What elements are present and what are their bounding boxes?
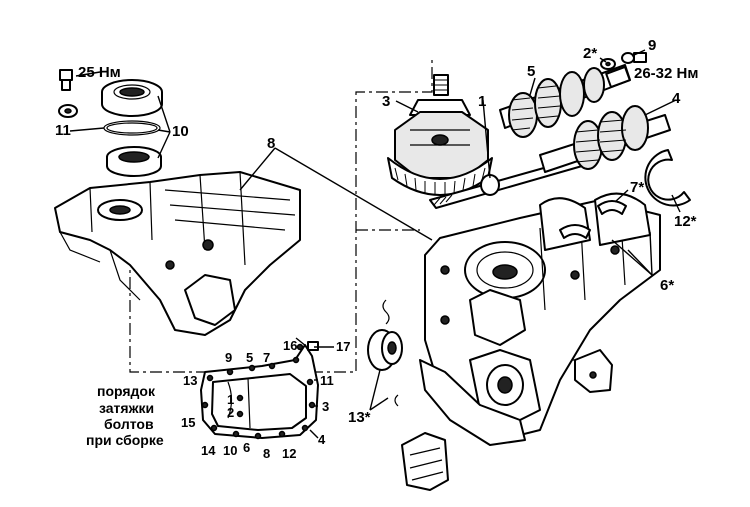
- gearbox-main-case: [419, 192, 661, 446]
- mounting-bracket: [574, 349, 613, 393]
- drain-plug: [59, 69, 73, 91]
- bolt-order-15: 15: [181, 415, 195, 430]
- label-11: 11: [55, 122, 71, 139]
- bolt-order-10: 10: [223, 443, 237, 458]
- bolt-order-8: 8: [263, 446, 270, 461]
- output-seal: [367, 329, 403, 371]
- label-10: 10: [172, 123, 189, 140]
- label-5: 5: [527, 63, 535, 80]
- label-4: 4: [672, 90, 681, 107]
- bolt-order-14: 14: [201, 443, 216, 458]
- label-13: 13*: [348, 409, 371, 426]
- half-shim: [644, 149, 691, 207]
- label-torque-bolt: 26-32 Нм: [634, 65, 698, 82]
- label-12: 12*: [674, 213, 697, 230]
- caption-line-3: болтов: [104, 416, 154, 432]
- bolt-order-2: 2: [227, 405, 234, 420]
- caption-line-2: затяжки: [99, 400, 154, 416]
- bearing-upper: [101, 79, 163, 117]
- label-7: 7*: [630, 179, 644, 196]
- bolt-order-4: 4: [318, 432, 326, 447]
- gearbox-housing-cover: [54, 171, 301, 336]
- bolt-order-7: 7: [263, 350, 270, 365]
- oil-seal: [106, 146, 162, 177]
- caption-line-1: порядок: [97, 383, 156, 399]
- assembly-boundary: [129, 60, 433, 373]
- bolt-order-sketch: [200, 341, 319, 440]
- label-8: 8: [267, 135, 275, 152]
- secondary-gear-shaft: [539, 105, 671, 173]
- o-ring: [103, 120, 161, 136]
- bolt-order-3: 3: [322, 399, 329, 414]
- differential-assembly: [387, 74, 493, 196]
- bolt-order-13: 13: [183, 373, 197, 388]
- label-6: 6*: [660, 277, 674, 294]
- bolt-order-16: 16: [283, 338, 297, 353]
- bolt-order-1: 1: [227, 392, 234, 407]
- bolt-order-11: 11: [320, 373, 334, 388]
- label-torque-plug: 25 Нм: [78, 64, 121, 81]
- bolt-order-9: 9: [225, 350, 232, 365]
- bolt-order-12: 12: [282, 446, 296, 461]
- leader-lines: [69, 49, 681, 439]
- bolt-order-5: 5: [246, 350, 253, 365]
- bolt-order-6: 6: [243, 440, 250, 455]
- retaining-clip: [382, 299, 399, 407]
- label-3: 3: [382, 93, 390, 110]
- primary-gear-shaft: [499, 64, 631, 138]
- plug-washer: [58, 104, 78, 118]
- label-1: 1: [478, 93, 486, 110]
- rubber-boot: [401, 432, 449, 491]
- bearing-shells: [559, 200, 627, 239]
- label-9: 9: [648, 37, 656, 54]
- bolt-order-17: 17: [336, 339, 350, 354]
- caption-line-4: при сборке: [86, 432, 164, 448]
- label-2: 2*: [583, 45, 597, 62]
